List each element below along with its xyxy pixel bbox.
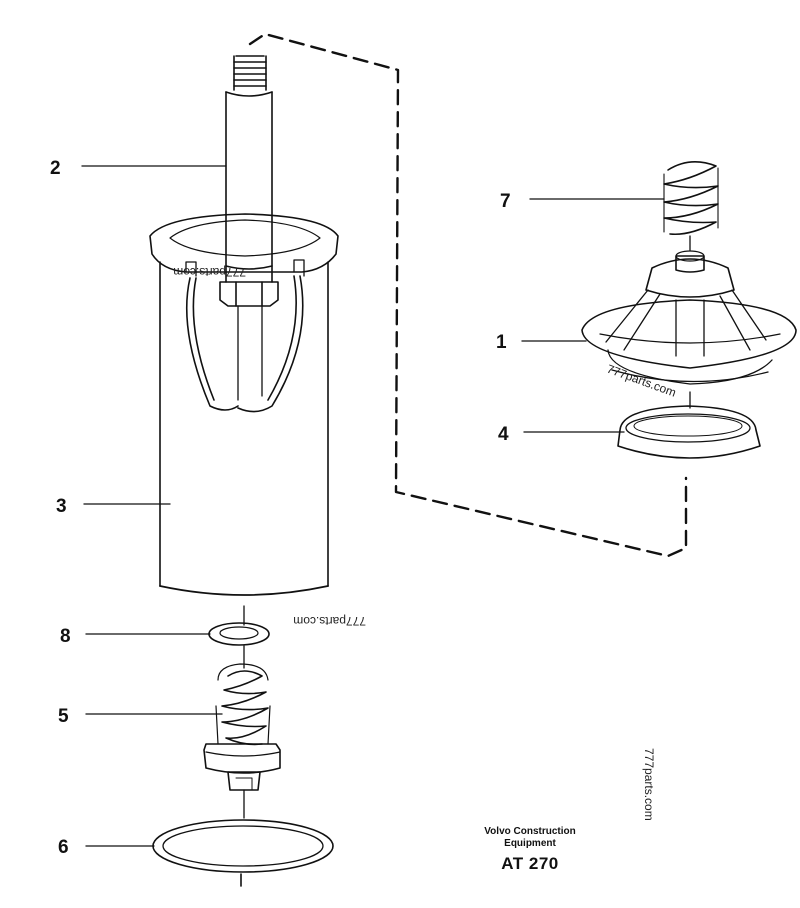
callout-1: 1 xyxy=(496,332,507,353)
callout-3: 3 xyxy=(56,496,67,517)
footer-line-2: Equipment xyxy=(504,838,556,849)
assembly-dashed-line xyxy=(248,32,688,558)
part-7-spring xyxy=(663,161,719,251)
callout-5: 5 xyxy=(58,706,69,727)
callout-2: 2 xyxy=(50,158,61,179)
part-8-washer xyxy=(208,622,270,669)
watermark-housing: 777parts.com xyxy=(173,265,246,279)
callout-4: 4 xyxy=(498,424,509,445)
watermark-side: 777parts.com xyxy=(642,748,656,821)
callout-8: 8 xyxy=(60,626,71,647)
part-2-shaft xyxy=(219,55,279,401)
callout-6: 6 xyxy=(58,837,69,858)
callout-7: 7 xyxy=(500,191,511,212)
part-5-spring-valve xyxy=(203,663,281,887)
footer-line-1: Volvo Construction xyxy=(484,826,576,837)
part-4-seal-ring xyxy=(617,405,761,459)
footer-brand: Volvo Construction Equipment AT 270 xyxy=(470,826,590,874)
part-3-cylinder xyxy=(149,213,339,626)
leader-lines xyxy=(81,165,665,847)
part-6-o-ring xyxy=(152,819,334,873)
watermark-washer: 777parts.com xyxy=(293,614,366,628)
part-1-thermostat xyxy=(581,250,797,409)
footer-code: AT 270 xyxy=(501,854,559,873)
